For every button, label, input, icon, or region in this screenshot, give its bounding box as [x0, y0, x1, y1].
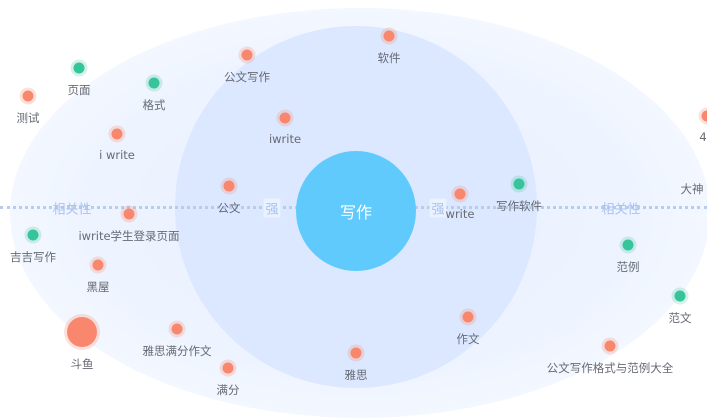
center-keyword-label: 写作	[339, 203, 372, 222]
keyword-dot[interactable]	[148, 77, 160, 89]
keyword-dot[interactable]	[123, 208, 135, 220]
keyword-label-clipped[interactable]: 4	[699, 130, 707, 144]
keyword-dot-large[interactable]	[67, 317, 97, 347]
keyword-dot[interactable]	[27, 229, 39, 241]
keyword-dot[interactable]	[454, 188, 466, 200]
center-keyword-node[interactable]: 写作	[296, 151, 416, 271]
keyword-dot[interactable]	[383, 30, 395, 42]
axis-label-right-relevance: 相关性	[601, 202, 641, 218]
keyword-label-clipped[interactable]: 大神	[680, 182, 704, 196]
keyword-label[interactable]: 公文写作	[224, 70, 270, 84]
keyword-label[interactable]: 斗鱼	[70, 357, 94, 371]
keyword-label[interactable]: 满分	[216, 383, 240, 397]
keyword-label[interactable]: 页面	[67, 83, 91, 97]
keyword-dot-clipped[interactable]	[701, 110, 707, 122]
keyword-label[interactable]: 写作软件	[496, 199, 542, 213]
keyword-label[interactable]: 作文	[456, 332, 480, 346]
keyword-label[interactable]: iwrite学生登录页面	[78, 229, 180, 243]
keyword-label[interactable]: 软件	[377, 51, 401, 65]
keyword-label[interactable]: 公文	[217, 201, 241, 215]
keyword-label[interactable]: 范例	[616, 260, 640, 274]
keyword-label[interactable]: iwrite	[268, 132, 302, 146]
axis-label-left-relevance: 相关性	[52, 202, 92, 218]
keyword-dot[interactable]	[241, 49, 253, 61]
keyword-dot[interactable]	[92, 259, 104, 271]
keyword-label[interactable]: 黑屋	[86, 280, 110, 294]
keyword-dot[interactable]	[223, 180, 235, 192]
keyword-label[interactable]: write	[445, 207, 475, 221]
keyword-dot[interactable]	[350, 347, 362, 359]
axis-label-left-strong: 强	[263, 198, 281, 218]
keyword-label[interactable]: i write	[99, 148, 135, 162]
keyword-dot[interactable]	[604, 340, 616, 352]
keyword-dot[interactable]	[622, 239, 634, 251]
axis-label-right-strong: 强	[429, 198, 447, 218]
keyword-label[interactable]: 范文	[668, 311, 692, 325]
keyword-dot[interactable]	[279, 112, 291, 124]
keyword-dot[interactable]	[22, 90, 34, 102]
keyword-label[interactable]: 吉吉写作	[10, 250, 56, 264]
keyword-label[interactable]: 公文写作格式与范例大全	[546, 361, 674, 375]
keyword-dot[interactable]	[222, 362, 234, 374]
keyword-dot[interactable]	[171, 323, 183, 335]
keyword-label[interactable]: 雅思	[344, 368, 368, 382]
keyword-dot[interactable]	[462, 311, 474, 323]
keyword-dot[interactable]	[73, 62, 85, 74]
keyword-label[interactable]: 格式	[142, 98, 166, 112]
keyword-dot[interactable]	[111, 128, 123, 140]
keyword-dot[interactable]	[674, 290, 686, 302]
keyword-label[interactable]: 测试	[16, 111, 40, 125]
keyword-dot[interactable]	[513, 178, 525, 190]
keyword-label[interactable]: 雅思满分作文	[142, 344, 212, 358]
